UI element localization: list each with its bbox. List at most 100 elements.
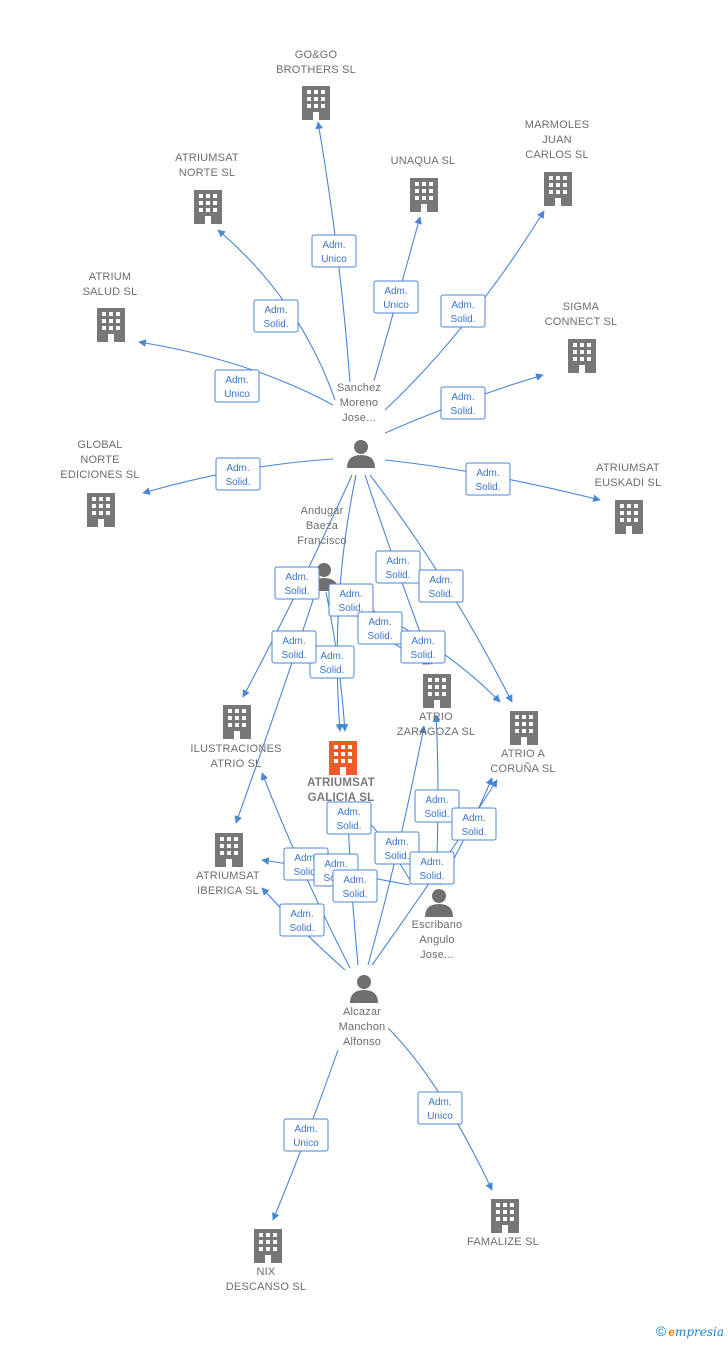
role-label-sanchez-to-atrio_zaragoza[interactable]: Adm.Solid.: [375, 550, 421, 584]
role-box: [400, 630, 446, 664]
role-box: [373, 280, 419, 314]
role-box: [279, 903, 325, 937]
node-label: ATRIO SL: [211, 758, 262, 770]
role-box: [465, 462, 511, 496]
node-label: SALUD SL: [83, 286, 138, 298]
role-text: Adm.: [384, 286, 407, 297]
role-box: [214, 369, 260, 403]
role-box: [414, 789, 460, 823]
role-text: Adm.: [264, 305, 287, 316]
role-label-escribano-to-atrio_zaragoza[interactable]: Adm.Solid.: [414, 789, 460, 823]
role-box: [274, 566, 320, 600]
role-box: [271, 630, 317, 664]
role-label-escribano-to-atrio_coruna[interactable]: Adm.Solid.: [451, 807, 497, 841]
node-sanchez[interactable]: SanchezMorenoJose...: [337, 382, 381, 468]
role-label-sanchez-to-sigma[interactable]: Adm.Solid.: [440, 386, 486, 420]
node-label: ATRIUMSAT: [596, 462, 660, 474]
role-label-alcazar-to-nix[interactable]: Adm.Unico: [283, 1118, 329, 1152]
role-box: [332, 869, 378, 903]
node-label: EUSKADI SL: [595, 477, 662, 489]
role-label-andugar-to-atrio_zaragoza[interactable]: Adm.Solid.: [328, 583, 374, 617]
role-label-sanchez-to-global_norte[interactable]: Adm.Solid.: [215, 457, 261, 491]
role-text: Adm.: [324, 859, 347, 870]
role-text: Adm.: [386, 556, 409, 567]
role-label-alcazar-to-atriumsat_galicia[interactable]: Adm.Solid.: [326, 801, 372, 835]
role-label-sanchez-to-atriumsat_galicia[interactable]: Adm.Solid.: [309, 645, 355, 679]
node-label: SIGMA: [563, 301, 600, 313]
node-escribano[interactable]: EscribanoAnguloJose...: [412, 889, 463, 961]
role-text: Adm.: [322, 240, 345, 251]
role-text: Solid.: [293, 867, 318, 878]
node-label: Manchon: [339, 1021, 386, 1033]
node-unaqua[interactable]: UNAQUA SL: [391, 155, 456, 212]
node-label: ATRIO: [419, 711, 453, 723]
node-label: Andugar: [301, 505, 344, 517]
node-label: DESCANSO SL: [226, 1281, 306, 1293]
role-box: [418, 569, 464, 603]
brand-footer: ©empresia: [656, 1323, 724, 1339]
role-text: Adm.: [337, 807, 360, 818]
building-icon: [510, 711, 538, 745]
role-label-alcazar-to-atrio_coruna[interactable]: Adm.Solid.: [409, 851, 455, 885]
role-text: Adm.: [226, 463, 249, 474]
role-text: Adm.: [368, 617, 391, 628]
node-famalize[interactable]: FAMALIZE SL: [467, 1199, 539, 1248]
role-label-alcazar-to-atrio_zaragoza[interactable]: Adm.Solid.: [332, 869, 378, 903]
role-text: Unico: [224, 389, 250, 400]
role-text: Adm.: [385, 837, 408, 848]
role-label-sanchez-to-atrium_salud[interactable]: Adm.Unico: [214, 369, 260, 403]
role-label-sanchez-to-atrio_coruna[interactable]: Adm.Solid.: [418, 569, 464, 603]
person-icon: [425, 889, 453, 917]
building-icon: [254, 1229, 282, 1263]
building-icon: [97, 308, 125, 342]
role-text: Solid.: [284, 586, 309, 597]
node-label: NORTE: [80, 454, 119, 466]
role-label-sanchez-to-unaqua[interactable]: Adm.Unico: [373, 280, 419, 314]
role-box: [375, 550, 421, 584]
role-text: Solid.: [289, 923, 314, 934]
building-icon: [215, 833, 243, 867]
role-box: [253, 299, 299, 333]
node-label: GO&GO: [295, 49, 338, 61]
role-label-andugar-to-atrio_coruna[interactable]: Adm.Solid.: [357, 611, 403, 645]
node-label: Alfonso: [343, 1036, 381, 1048]
node-label: FAMALIZE SL: [467, 1236, 539, 1248]
role-label-andugar-to-atriumsat_galicia[interactable]: Adm.Solid.: [400, 630, 446, 664]
node-label: ATRIUMSAT: [307, 777, 375, 789]
role-label-sanchez-to-ilustraciones[interactable]: Adm.Solid.: [274, 566, 320, 600]
role-label-escribano-to-atriumsat_galicia[interactable]: Adm.Solid.: [374, 831, 420, 865]
role-text: Adm.: [462, 813, 485, 824]
role-label-sanchez-to-marmoles[interactable]: Adm.Solid.: [440, 294, 486, 328]
role-text: Solid.: [424, 809, 449, 820]
role-label-sanchez-to-atriumsat_norte[interactable]: Adm. Solid.: [253, 299, 299, 333]
role-box: [409, 851, 455, 885]
role-box: [451, 807, 497, 841]
role-text: Solid.: [263, 319, 288, 330]
role-box: [440, 294, 486, 328]
role-text: Solid.: [428, 589, 453, 600]
role-label-andugar-to-atriumsat_iberica[interactable]: Adm.Solid.: [271, 630, 317, 664]
role-text: Unico: [293, 1138, 319, 1149]
node-label: Angulo: [419, 934, 454, 946]
role-text: Adm.: [420, 857, 443, 868]
role-label-alcazar-to-famalize[interactable]: Adm.Unico: [417, 1091, 463, 1125]
role-label-alcazar-to-atriumsat_iberica[interactable]: Adm.Solid.: [279, 903, 325, 937]
node-atriumsat_euskadi[interactable]: ATRIUMSAT EUSKADI SL: [595, 462, 662, 534]
role-label-sanchez-to-gogo[interactable]: Adm.Unico: [311, 234, 357, 268]
role-label-sanchez-to-atriumsat_euskadi[interactable]: Adm.Solid.: [465, 462, 511, 496]
